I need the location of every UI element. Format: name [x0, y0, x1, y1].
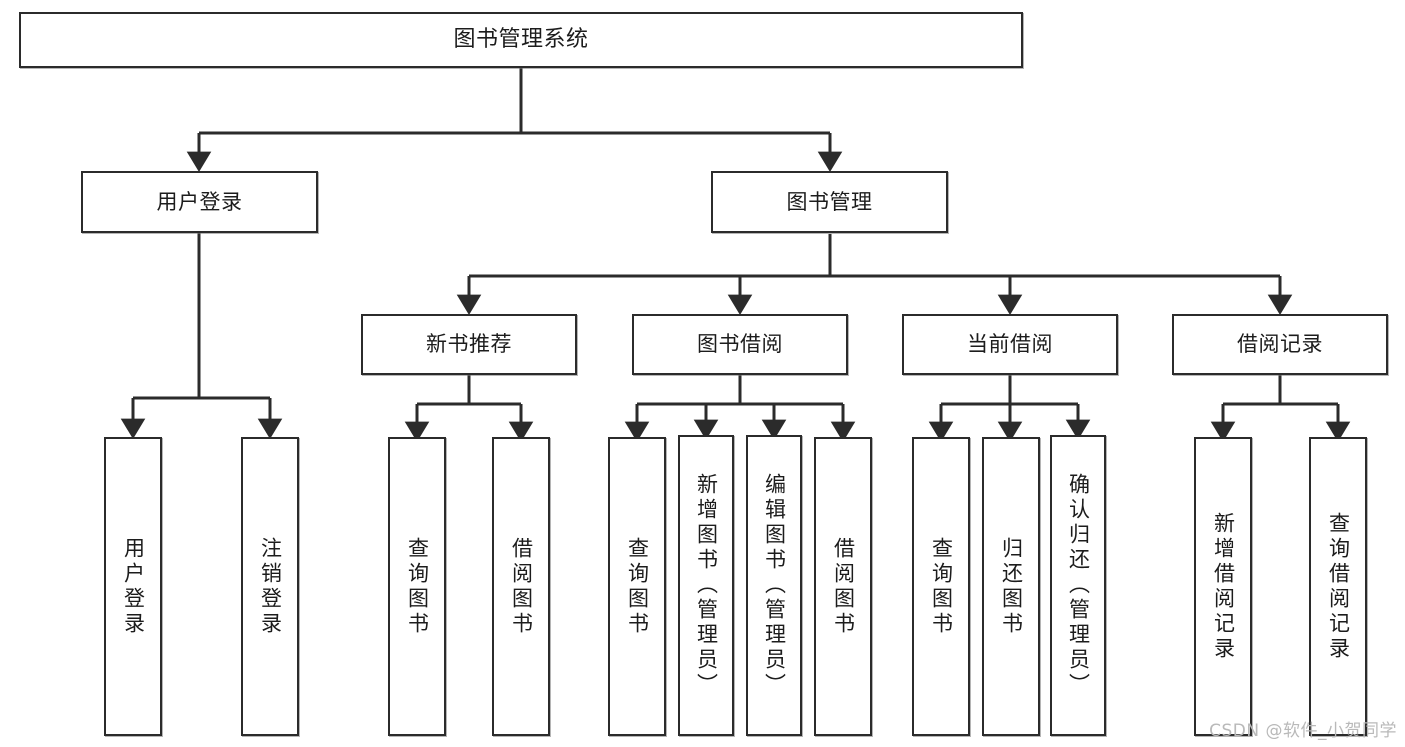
node-leaf-record-add[interactable]: 新增借阅记录 — [1194, 437, 1252, 736]
node-new-book-rec[interactable]: 新书推荐 — [361, 314, 577, 375]
node-leaf-borrow-query[interactable]: 查询图书 — [608, 437, 666, 736]
node-label: 借阅记录 — [1237, 332, 1323, 357]
node-leaf-cur-confirm[interactable]: 确认归还（管理员） — [1050, 435, 1106, 736]
node-current-borrow[interactable]: 当前借阅 — [902, 314, 1118, 375]
node-label: 查询图书 — [929, 536, 954, 637]
node-label: 用户登录 — [121, 536, 146, 637]
node-book-borrow[interactable]: 图书借阅 — [632, 314, 848, 375]
node-label: 借阅图书 — [509, 536, 534, 637]
node-leaf-rec-query[interactable]: 查询图书 — [388, 437, 446, 736]
node-label: 查询借阅记录 — [1326, 511, 1351, 662]
node-label: 归还图书 — [999, 536, 1024, 637]
node-label: 借阅图书 — [831, 536, 856, 637]
node-label: 新书推荐 — [426, 332, 512, 357]
node-label: 当前借阅 — [967, 332, 1053, 357]
node-leaf-user-login[interactable]: 用户登录 — [104, 437, 162, 736]
node-leaf-cur-return[interactable]: 归还图书 — [982, 437, 1040, 736]
node-label: 图书借阅 — [697, 332, 783, 357]
node-label: 图书管理 — [786, 189, 873, 214]
node-label: 新增图书（管理员） — [694, 473, 719, 698]
node-label: 注销登录 — [258, 536, 283, 637]
node-user-login[interactable]: 用户登录 — [81, 171, 318, 233]
node-label: 新增借阅记录 — [1211, 511, 1236, 662]
node-borrow-record[interactable]: 借阅记录 — [1172, 314, 1388, 375]
node-label: 查询图书 — [405, 536, 430, 637]
node-leaf-user-logout[interactable]: 注销登录 — [241, 437, 299, 736]
node-book-manage[interactable]: 图书管理 — [711, 171, 948, 233]
node-label: 图书管理系统 — [453, 27, 589, 53]
node-root-system[interactable]: 图书管理系统 — [19, 12, 1023, 68]
watermark-text: CSDN @软件_小贺同学 — [1209, 721, 1397, 741]
node-label: 查询图书 — [625, 536, 650, 637]
node-leaf-borrow-lend[interactable]: 借阅图书 — [814, 437, 872, 736]
node-leaf-borrow-add[interactable]: 新增图书（管理员） — [678, 435, 734, 736]
node-label: 确认归还（管理员） — [1066, 473, 1091, 698]
node-label: 用户登录 — [156, 189, 243, 214]
node-leaf-cur-query[interactable]: 查询图书 — [912, 437, 970, 736]
node-leaf-borrow-edit[interactable]: 编辑图书（管理员） — [746, 435, 802, 736]
node-label: 编辑图书（管理员） — [762, 473, 787, 698]
node-leaf-rec-borrow[interactable]: 借阅图书 — [492, 437, 550, 736]
node-leaf-record-query[interactable]: 查询借阅记录 — [1309, 437, 1367, 736]
